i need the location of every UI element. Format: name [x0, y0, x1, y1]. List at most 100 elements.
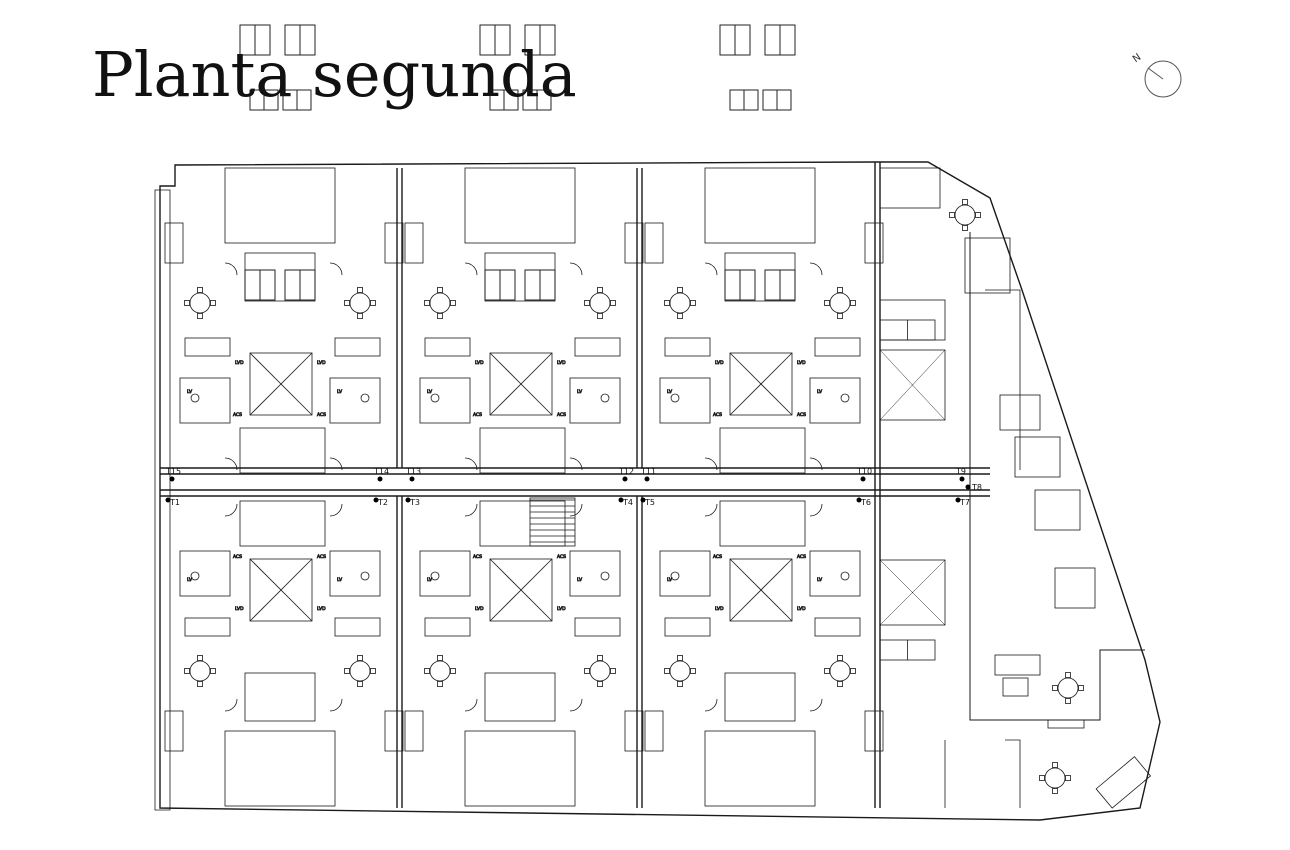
toilet-icon	[360, 571, 370, 581]
room-wall	[484, 672, 556, 722]
chair	[437, 287, 443, 293]
chair	[824, 668, 830, 674]
unit-marker-icon	[409, 476, 415, 482]
fixture-label: ACS	[317, 554, 326, 560]
door-swing	[224, 262, 238, 276]
chair	[197, 655, 203, 661]
chair	[357, 655, 363, 661]
fixture-label: ACS	[473, 554, 482, 560]
chair	[837, 313, 843, 319]
unit-label-east: T8	[971, 483, 982, 492]
room-wall	[574, 617, 621, 637]
room-wall	[184, 337, 231, 357]
unit-marker-icon	[965, 484, 971, 490]
chair	[1065, 698, 1071, 704]
chair	[584, 300, 590, 306]
toilet-icon	[190, 571, 200, 581]
unit-marker-icon	[955, 497, 961, 503]
chair	[677, 655, 683, 661]
door-swing	[809, 262, 823, 276]
dining-table	[589, 660, 611, 682]
fixture-label: LVD	[317, 606, 326, 612]
room-wall	[224, 730, 336, 807]
unit-label-bottom: T1	[169, 498, 180, 507]
unit-label-bottom: T2	[377, 498, 388, 507]
room-wall	[489, 558, 553, 622]
door-swing	[464, 457, 478, 471]
fixture-label: ACS	[797, 554, 806, 560]
east-wing	[879, 167, 1152, 809]
chair	[664, 300, 670, 306]
room-wall	[384, 222, 404, 264]
unit-marker-icon	[373, 497, 379, 503]
chair	[344, 300, 350, 306]
unit-marker-icon	[405, 497, 411, 503]
room-wall	[239, 500, 326, 547]
door-swing	[329, 698, 343, 712]
chair	[837, 655, 843, 661]
door-swing	[224, 457, 238, 471]
chair	[677, 313, 683, 319]
chair	[597, 313, 603, 319]
chair	[197, 313, 203, 319]
room-wall	[334, 337, 381, 357]
core-cross	[249, 558, 313, 622]
chair	[664, 668, 670, 674]
door-swing	[569, 503, 583, 517]
toilet-icon	[840, 571, 850, 581]
dining-table	[429, 660, 451, 682]
room-wall	[179, 377, 231, 424]
chair	[850, 300, 856, 306]
fixture-label: LV	[577, 389, 583, 395]
unit-marker-icon	[165, 497, 171, 503]
chair	[424, 300, 430, 306]
dining-table	[1044, 767, 1066, 789]
chair	[850, 668, 856, 674]
room-wall	[404, 710, 424, 752]
door-swing	[329, 457, 343, 471]
room-wall	[664, 617, 711, 637]
fixture-label: LV	[337, 389, 343, 395]
dining-table	[189, 292, 211, 314]
room-wall	[239, 427, 326, 474]
room-wall	[644, 710, 664, 752]
room-wall	[724, 672, 796, 722]
core-cross	[729, 558, 793, 622]
fixture-label: LVD	[475, 360, 484, 366]
chair	[210, 300, 216, 306]
toilet-icon	[840, 393, 850, 403]
room-wall	[464, 730, 576, 807]
fixture-label: LV	[817, 389, 823, 395]
room-wall	[729, 558, 793, 622]
chair	[677, 287, 683, 293]
room-wall	[719, 427, 806, 474]
unit-label-bottom: T6	[860, 498, 871, 507]
unit-label-top: T10	[856, 467, 872, 476]
door-swing	[464, 698, 478, 712]
toilet-icon	[430, 393, 440, 403]
chair	[1078, 685, 1084, 691]
chair	[610, 300, 616, 306]
chair	[437, 313, 443, 319]
dining-table	[189, 660, 211, 682]
core-cross	[489, 558, 553, 622]
door-swing	[704, 503, 718, 517]
chair	[1052, 788, 1058, 794]
chair	[357, 313, 363, 319]
fixture-label: LVD	[797, 606, 806, 612]
fixture-label: ACS	[797, 412, 806, 418]
unit-marker-icon	[169, 476, 175, 482]
room-wall	[704, 167, 816, 244]
room-wall	[179, 550, 231, 597]
door-swing	[569, 262, 583, 276]
chair	[837, 681, 843, 687]
fixture-label: LVD	[797, 360, 806, 366]
chair	[424, 668, 430, 674]
room-wall	[624, 222, 644, 264]
fixture-label: LV	[427, 389, 433, 395]
room-wall	[334, 617, 381, 637]
room-wall	[329, 377, 381, 424]
room-wall	[479, 500, 566, 547]
